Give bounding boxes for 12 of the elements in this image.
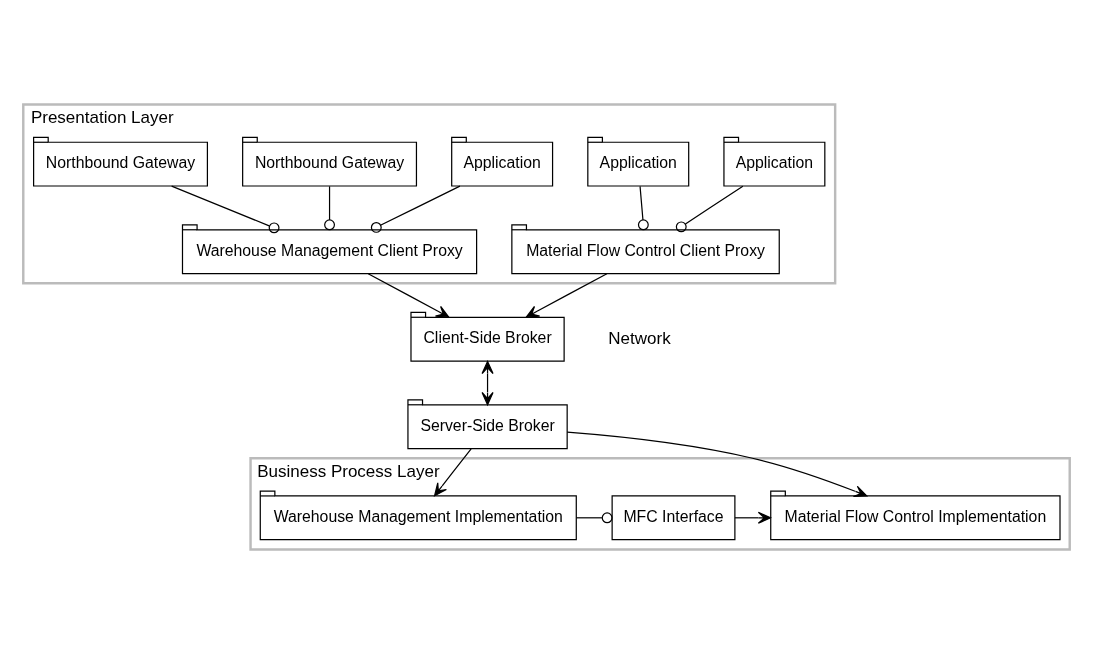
connector	[675, 185, 744, 232]
label: Network	[608, 328, 671, 348]
connector	[370, 185, 461, 233]
connector	[637, 185, 649, 230]
connector	[324, 185, 336, 230]
arrow	[734, 511, 772, 524]
arrow	[525, 272, 608, 318]
connector	[575, 511, 613, 523]
arrow	[481, 360, 494, 405]
arrow	[433, 447, 472, 496]
node-box: MFC Interface	[611, 494, 736, 540]
arrow	[566, 431, 868, 497]
